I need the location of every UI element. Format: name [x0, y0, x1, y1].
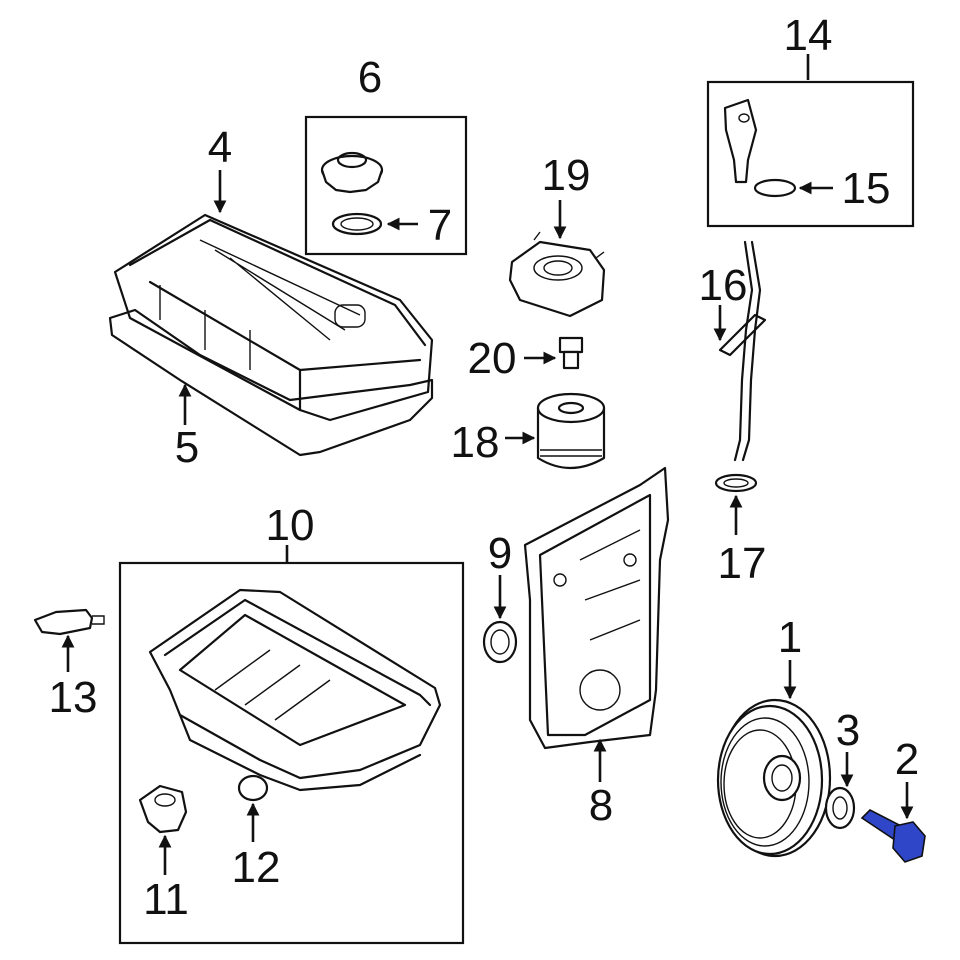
cap-seal-ring-part [331, 212, 383, 236]
callout-17: 17 [718, 539, 767, 588]
callout-1: 1 [778, 613, 802, 662]
oil-cooler-bolt-part [558, 336, 584, 370]
callout-4: 4 [208, 123, 232, 172]
callout-7: 7 [428, 201, 452, 250]
oil-level-sensor-part [33, 608, 105, 636]
callout-8: 8 [589, 781, 613, 830]
tube-oring-part [714, 473, 758, 493]
drain-plug-gasket-part [237, 774, 269, 802]
dipstick-tube-part [718, 240, 767, 462]
oil-pan-part [148, 588, 442, 792]
callout-2: 2 [895, 735, 919, 784]
callout-12: 12 [232, 843, 281, 892]
callout-3: 3 [836, 706, 860, 755]
callout-18: 18 [451, 418, 500, 467]
crankshaft-pulley-part [716, 698, 832, 858]
tube-oring-inner [723, 478, 749, 488]
pulley-washer-part [824, 786, 856, 830]
callout-11: 11 [143, 875, 189, 924]
group-box-14 [706, 80, 915, 228]
front-seal-inner [490, 629, 510, 655]
oil-cooler-part [508, 231, 606, 318]
dipstick-handle-part [723, 98, 758, 184]
oil-pan-sensor-part [138, 784, 188, 834]
callout-16: 16 [699, 261, 748, 310]
oil-filler-cap-part [320, 151, 384, 194]
callout-13: 13 [49, 673, 98, 722]
leader-lines [61, 54, 914, 875]
callout-10: 10 [266, 501, 315, 550]
cap-seal-ring-inner [340, 217, 374, 231]
callout-5: 5 [175, 423, 199, 472]
pulley-bolt-part [860, 809, 926, 863]
oil-filter-part [536, 392, 606, 469]
valve-cover-part [113, 213, 434, 422]
callout-6: 6 [358, 53, 382, 102]
callout-15: 15 [842, 164, 891, 213]
callout-9: 9 [488, 529, 512, 578]
callout-14: 14 [784, 11, 833, 60]
valve-cover-gasket-part [108, 308, 434, 457]
group-box-6 [304, 115, 468, 256]
callout-20: 20 [468, 334, 517, 383]
timing-cover-part [523, 466, 670, 750]
dipstick-oring-part [753, 178, 797, 198]
callout-19: 19 [542, 151, 591, 200]
callout-labels: 4 5 6 7 19 20 18 14 15 16 17 8 9 10 11 1… [49, 11, 920, 924]
group-box-10 [118, 561, 465, 945]
front-seal-part [482, 620, 518, 664]
